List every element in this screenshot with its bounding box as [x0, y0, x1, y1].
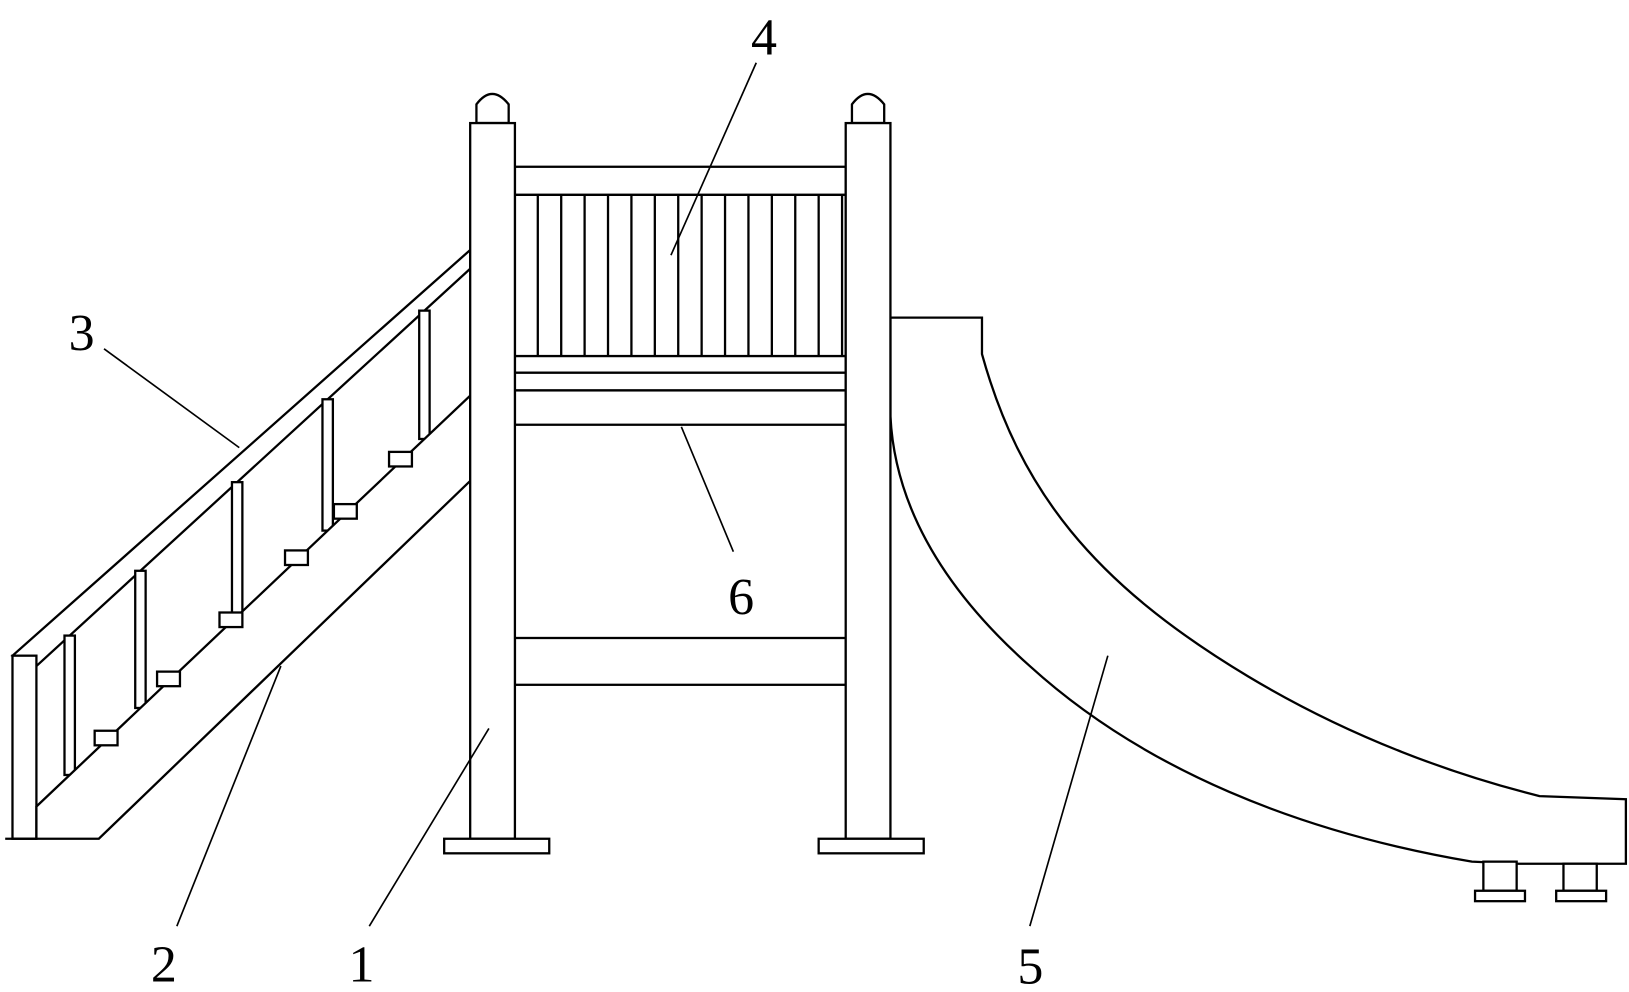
handrail-baluster	[134, 569, 147, 710]
stair-stringer	[35, 392, 472, 840]
stair-step	[332, 502, 358, 520]
label-4: 4	[751, 9, 777, 66]
label-5: 5	[1017, 938, 1043, 992]
handrail-baluster	[418, 309, 431, 441]
handrail-baluster	[63, 634, 77, 777]
guardrail	[513, 165, 847, 358]
label-2: 2	[151, 936, 177, 992]
stair-step	[218, 611, 244, 629]
stair-step	[283, 549, 310, 567]
stair-step	[387, 450, 414, 468]
right-post	[817, 92, 925, 855]
stair-step	[93, 729, 119, 747]
left-post	[443, 92, 551, 855]
stair-step	[155, 670, 182, 688]
lower-crossbar	[513, 636, 847, 686]
label-6: 6	[728, 569, 754, 626]
label-1: 1	[348, 936, 374, 992]
slide-chute	[889, 316, 1628, 903]
handrail-baluster	[321, 398, 335, 532]
platform	[513, 354, 847, 426]
label-3: 3	[69, 305, 95, 362]
handrail-baluster	[230, 481, 244, 618]
